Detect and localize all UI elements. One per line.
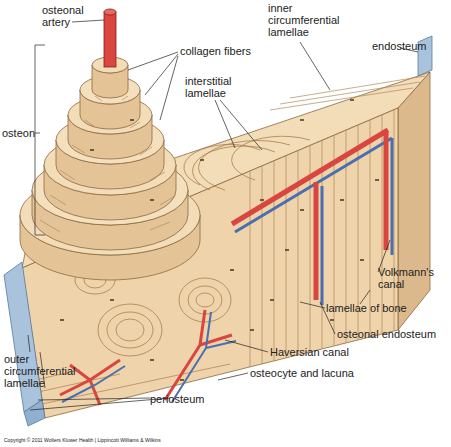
artery-vessel (232, 130, 388, 300)
interstitial-lamellae (184, 136, 310, 190)
part-label: osteonal endosteum (337, 328, 447, 340)
osteocyte-marks (60, 100, 379, 380)
part-label: Copyright © 2011 Wolters Kluwer Health |… (4, 437, 254, 443)
block-end-face (398, 72, 430, 330)
periosteum-edge (24, 400, 45, 426)
part-label: periosteum (150, 393, 240, 405)
inner-lamellae (270, 76, 425, 110)
part-label: osteonal artery (42, 4, 102, 28)
part-label: lamellae of bone (326, 302, 436, 314)
periosteum-layer (4, 262, 42, 412)
leader-lines (28, 20, 418, 410)
part-label: outer circumferential lamellae (4, 353, 94, 389)
osteon-stack (20, 57, 200, 280)
part-label: Haversian canal (270, 346, 380, 358)
collagen-fibers (40, 96, 175, 232)
artery-vessel (104, 12, 116, 67)
part-label: collagen fibers (180, 45, 290, 57)
artery-end (104, 9, 116, 15)
part-label: Volkmann's canal (378, 266, 448, 290)
part-label: endosteum (372, 40, 442, 52)
part-label: inner circumferential lamellae (268, 2, 363, 38)
part-label: interstitial lamellae (185, 75, 260, 99)
part-label: osteon (2, 127, 42, 139)
part-label: osteocyte and lacuna (250, 367, 400, 379)
haversian-veins (62, 312, 236, 402)
